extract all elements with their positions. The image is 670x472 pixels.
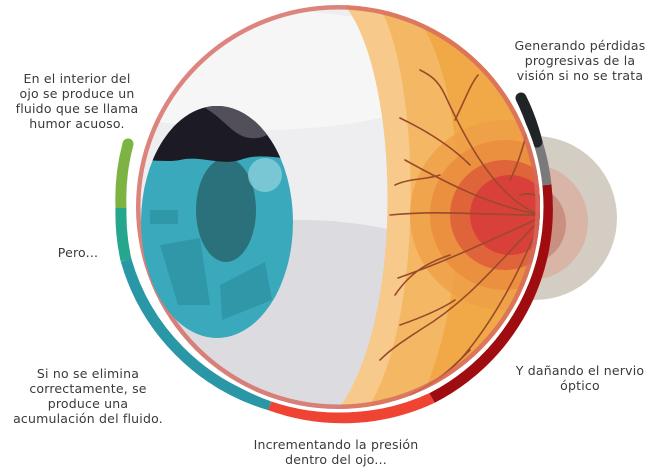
label-line: En el interior del xyxy=(23,71,131,86)
label-line: produce una xyxy=(47,396,129,411)
label-line: acumulación del fluido. xyxy=(13,411,163,426)
progress-arc xyxy=(115,92,553,424)
label-step6-vision-loss: Generando pérdidas progresivas de la vis… xyxy=(505,38,655,83)
iris xyxy=(141,106,293,338)
label-line: visión si no se trata xyxy=(516,68,644,83)
label-step5-optic-nerve: Y dañando el nervio óptico xyxy=(505,363,655,393)
eyeball xyxy=(132,1,544,413)
label-line: fluido que se llama xyxy=(15,101,139,116)
label-line: dentro del ojo... xyxy=(285,452,387,467)
label-line: Si no se elimina xyxy=(36,366,140,381)
label-step1-aqueous-humor: En el interior del ojo se produce un flu… xyxy=(8,71,146,131)
label-line: ojo se produce un xyxy=(19,86,135,101)
aqueous-humor xyxy=(141,106,293,162)
label-line: Y dañando el nervio xyxy=(515,363,645,378)
label-line: Incrementando la presión xyxy=(253,437,419,452)
label-step4-pressure: Incrementando la presión dentro del ojo.… xyxy=(250,437,422,467)
label-step2-but: Pero... xyxy=(48,245,108,260)
label-line: óptico xyxy=(560,378,600,393)
label-line: Generando pérdidas xyxy=(514,38,646,53)
label-line: progresivas de la xyxy=(524,53,636,68)
label-line: Pero... xyxy=(57,245,99,260)
label-step3-accumulation: Si no se elimina correctamente, se produ… xyxy=(3,366,173,426)
label-line: correctamente, se xyxy=(29,381,147,396)
pupil xyxy=(196,158,256,262)
label-line: humor acuoso. xyxy=(29,116,125,131)
